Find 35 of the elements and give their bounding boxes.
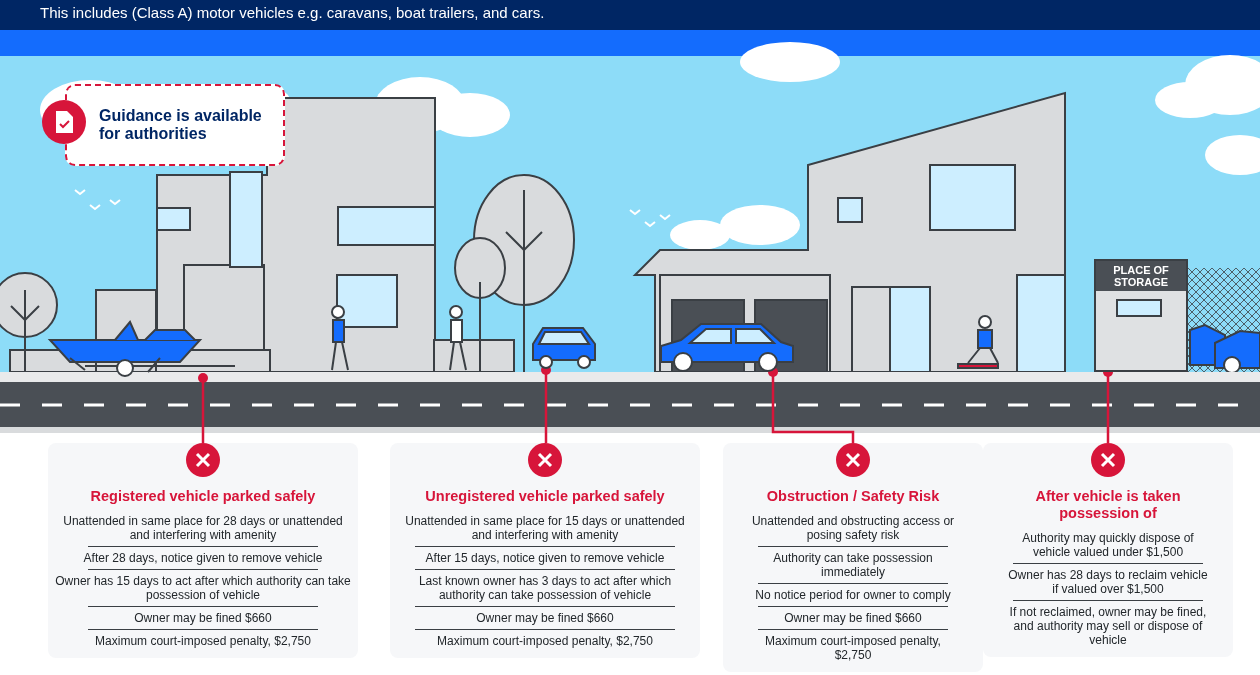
rule-text: Owner has 15 days to act after which authority can take possession of vehicle [54, 573, 352, 604]
column-heading: Obstruction / Safety Risk [766, 488, 940, 505]
rule-text: Owner may be fined $660 [784, 610, 922, 627]
leader-line [768, 367, 855, 443]
info-panel [983, 443, 1233, 657]
boat-trailer-drawing [45, 318, 235, 378]
rule-text: Owner may be fined $660 [476, 610, 614, 627]
rule-text: Owner may be fined $660 [134, 610, 272, 627]
rule-text: No notice period for owner to comply [755, 587, 951, 604]
info-panel [390, 443, 700, 658]
rule-text: Maximum court-imposed penalty, $2,750 [437, 633, 653, 650]
column-heading: After vehicle is taken possession of [1034, 488, 1182, 522]
suv-drawing [658, 322, 796, 372]
leader-line [541, 365, 551, 443]
rule-text: Last known owner has 3 days to act after which authority can take possession of vehicle [417, 573, 673, 604]
rule-text: If not reclaimed, owner may be fined, and authority may sell or dispose of vehicle [1008, 604, 1208, 649]
rule-text: Unattended and obstructing access or posing safety risk [750, 513, 956, 544]
info-panel [723, 443, 983, 672]
storage-building [1094, 259, 1188, 372]
column-heading: Registered vehicle parked safely [90, 488, 316, 505]
rule-text: Maximum court-imposed penalty, $2,750 [764, 633, 942, 664]
rule-text: Maximum court-imposed penalty, $2,750 [95, 633, 311, 650]
rule-text: Authority may quickly dispose of vehicle valued under $1,500 [1021, 530, 1195, 561]
rule-text: Owner has 28 days to reclaim vehicle if valued over $1,500 [1008, 567, 1208, 598]
subtitle-text: This includes (Class A) motor vehicles e.g. caravans, boat trailers, and cars. [40, 4, 545, 21]
rule-text: Authority can take possession immediately [772, 550, 934, 581]
rule-text: Unattended in same place for 15 days or unattended and interfering with amenity [404, 513, 686, 544]
column-heading: Unregistered vehicle parked safely [425, 488, 665, 505]
building-sign: PLACE OF STORAGE [1096, 261, 1186, 291]
rule-text: After 15 days, notice given to remove vehicle [425, 550, 665, 567]
rule-text: Unattended in same place for 28 days or unattended and interfering with amenity [62, 513, 344, 544]
leader-line [198, 373, 208, 443]
callout-text: Guidance is available for authorities [99, 107, 263, 143]
info-panel [48, 443, 358, 658]
rule-text: After 28 days, notice given to remove vehicle [83, 550, 323, 567]
